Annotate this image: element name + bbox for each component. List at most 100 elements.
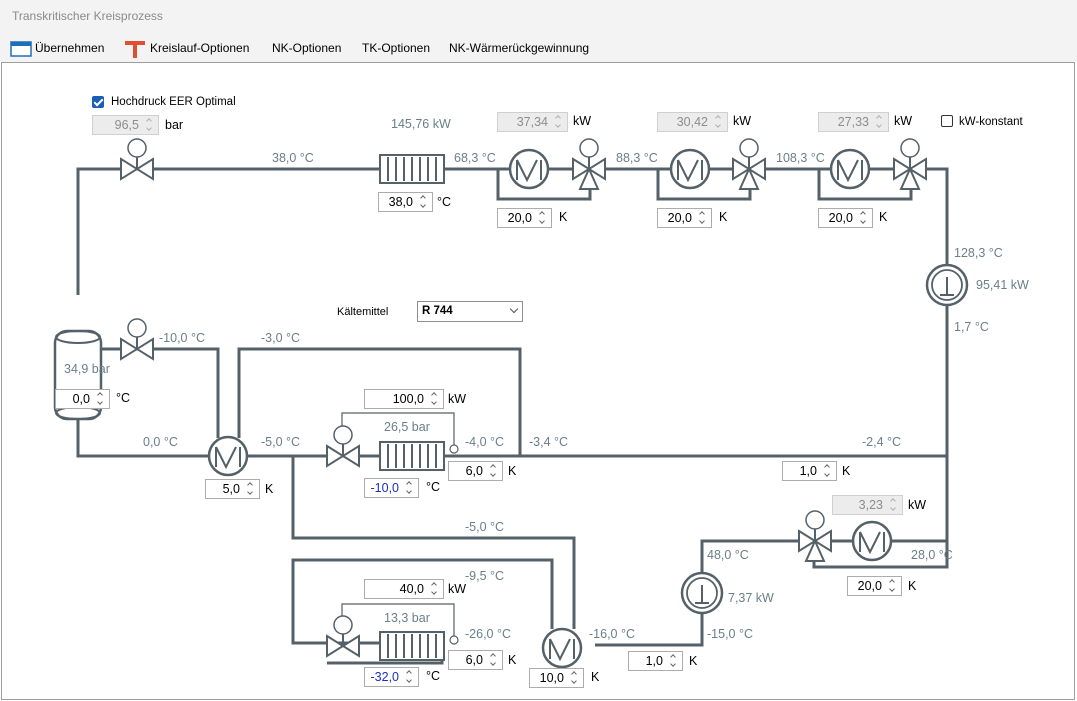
temp-return-line: -3,0 °C xyxy=(261,331,301,345)
lt-evap-temp-spinner[interactable]: -32,0 xyxy=(364,667,419,687)
temp-suction: -2,4 °C xyxy=(862,435,902,449)
spinner-arrows-icon[interactable] xyxy=(535,209,551,227)
spinner-arrows-icon[interactable] xyxy=(427,390,443,408)
gascooler-setpoint-unit: °C xyxy=(437,195,452,209)
spinner-arrows-icon[interactable] xyxy=(666,652,682,670)
pipes xyxy=(76,167,949,665)
spinner-arrows-icon[interactable] xyxy=(551,113,567,131)
mt-evap-power-spinner[interactable]: 100,0 xyxy=(364,389,444,409)
lt-evap-superheat-spinner[interactable]: 6,0 xyxy=(448,650,503,670)
hp-compressor-power: 95,41 kW xyxy=(976,278,1029,292)
spinner-arrows-icon[interactable] xyxy=(872,113,888,131)
kw-constant-checkbox[interactable] xyxy=(941,115,953,127)
receiver-temp-spinner[interactable]: 0,0 xyxy=(55,389,110,409)
menu-nk-optionen[interactable]: NK-Optionen xyxy=(272,41,342,55)
lt-compressor-in-temp: -15,0 °C xyxy=(707,627,753,641)
recovery2-power-unit: kW xyxy=(733,114,752,128)
spinner-arrows-icon[interactable] xyxy=(486,462,502,480)
temp-lt-line: -5,0 °C xyxy=(465,520,505,534)
ihx1-diff-unit: K xyxy=(265,482,274,496)
recovery2-diff-spinner[interactable]: 20,0 xyxy=(657,208,712,228)
gascooler-power: 145,76 kW xyxy=(391,117,451,131)
recovery1-diff-unit: K xyxy=(559,210,568,224)
hp-pressure-unit: bar xyxy=(165,118,184,132)
spinner-arrows-icon[interactable] xyxy=(711,113,727,131)
lt-compressor-out-temp: 48,0 °C xyxy=(707,548,749,562)
mt-evap-temp-unit: °C xyxy=(426,480,441,494)
spinner-arrows-icon[interactable] xyxy=(567,669,583,687)
lt-compressor-sh-unit: K xyxy=(689,654,698,668)
recovery1-power-unit: kW xyxy=(573,114,592,128)
suction-superheat-unit: K xyxy=(842,464,851,478)
mt-evap-power-unit: kW xyxy=(448,392,467,406)
hp-pressure-spinner[interactable]: 96,5 xyxy=(92,115,159,135)
gascooler-setpoint-spinner[interactable]: 38,0 xyxy=(378,192,433,212)
spinner-arrows-icon[interactable] xyxy=(886,496,902,514)
recovery1-diff-spinner[interactable]: 20,0 xyxy=(497,208,552,228)
recovery3-power-spinner[interactable]: 27,33 xyxy=(818,112,889,132)
refrigerant-select[interactable]: R 744 xyxy=(417,301,523,322)
spinner-arrows-icon[interactable] xyxy=(416,193,432,211)
mt-evap-superheat-unit: K xyxy=(508,464,517,478)
temp-after-receiver-valve: -10,0 °C xyxy=(159,331,205,345)
mt-evap-superheat-spinner[interactable]: 6,0 xyxy=(448,461,503,481)
lt-compressor-sh-spinner[interactable]: 1,0 xyxy=(628,651,683,671)
spinner-arrows-icon[interactable] xyxy=(885,577,901,595)
lt-recovery-power-spinner[interactable]: 3,23 xyxy=(832,495,903,515)
spinner-arrows-icon[interactable] xyxy=(427,580,443,598)
suction-superheat-spinner[interactable]: 1,0 xyxy=(782,461,837,481)
lt-evap-power-unit: kW xyxy=(448,582,467,596)
diagram-canvas: Hochdruck EER Optimal 96,5 bar 145,76 kW… xyxy=(1,62,1075,700)
hp-compressor-in-temp: 1,7 °C xyxy=(954,320,989,334)
ihx2-diff-unit: K xyxy=(591,670,600,684)
recovery1-out-temp: 88,3 °C xyxy=(616,151,658,165)
spinner-arrows-icon[interactable] xyxy=(856,209,872,227)
recovery2-power-spinner[interactable]: 30,42 xyxy=(657,112,728,132)
lt-recovery-out-temp: 28,0 °C xyxy=(911,548,953,562)
menu-tk-optionen[interactable]: TK-Optionen xyxy=(362,41,431,55)
save-icon xyxy=(10,41,32,57)
ihx2-diff-spinner[interactable]: 10,0 xyxy=(529,668,584,688)
receiver-pressure: 34,9 bar xyxy=(64,362,110,376)
recovery3-diff-spinner[interactable]: 20,0 xyxy=(818,208,873,228)
temp-mt-evap-out: -4,0 °C xyxy=(465,435,505,449)
temp-ihx1-out: -5,0 °C xyxy=(261,435,301,449)
temp-receiver-out: 0,0 °C xyxy=(143,435,178,449)
temp-lt-evap-in: -9,5 °C xyxy=(465,569,505,583)
window-title: Transkritischer Kreisprozess xyxy=(12,9,163,23)
spinner-arrows-icon[interactable] xyxy=(142,116,158,134)
menu-kreislauf-optionen[interactable]: Kreislauf-Optionen xyxy=(124,34,249,62)
spinner-arrows-icon[interactable] xyxy=(243,480,259,498)
recovery2-diff-unit: K xyxy=(719,210,728,224)
mt-evap-temp-spinner[interactable]: -10,0 xyxy=(364,478,419,498)
lt-evap-power-spinner[interactable]: 40,0 xyxy=(364,579,444,599)
menu-bar: Übernehmen Kreislauf-Optionen NK-Optione… xyxy=(0,34,1077,62)
menu-uebernehmen[interactable]: Übernehmen xyxy=(10,34,104,62)
lt-recovery-diff-unit: K xyxy=(908,579,917,593)
title-bar: Transkritischer Kreisprozess xyxy=(0,0,1077,34)
spinner-arrows-icon[interactable] xyxy=(402,479,418,497)
refrigerant-label: Kältemittel xyxy=(337,306,389,318)
temp-lt-evap-out: -26,0 °C xyxy=(465,627,511,641)
spinner-arrows-icon[interactable] xyxy=(820,462,836,480)
spinner-arrows-icon[interactable] xyxy=(486,651,502,669)
gascooler-in-temp: 68,3 °C xyxy=(454,151,496,165)
temp-ihx2-out: -16,0 °C xyxy=(589,627,635,641)
receiver-temp-unit: °C xyxy=(116,391,131,405)
lt-evap-superheat-unit: K xyxy=(508,653,517,667)
menu-nk-waermerueckgewinnung[interactable]: NK-Wärmerückgewinnung xyxy=(449,41,590,55)
spinner-arrows-icon[interactable] xyxy=(402,668,418,686)
ihx1-diff-spinner[interactable]: 5,0 xyxy=(205,479,260,499)
pipe-t-icon xyxy=(125,40,145,58)
recovery1-power-spinner[interactable]: 37,34 xyxy=(497,112,568,132)
temp-mix: -3,4 °C xyxy=(529,435,569,449)
eer-optimal-checkbox[interactable] xyxy=(92,96,104,108)
chevron-down-icon xyxy=(509,304,519,314)
eer-optimal-label: Hochdruck EER Optimal xyxy=(111,96,236,108)
spinner-arrows-icon[interactable] xyxy=(93,390,109,408)
hp-compressor-out-temp: 128,3 °C xyxy=(954,246,1003,260)
kw-constant-label: kW-konstant xyxy=(959,116,1023,128)
gascooler-out-temp: 38,0 °C xyxy=(272,151,314,165)
spinner-arrows-icon[interactable] xyxy=(695,209,711,227)
lt-recovery-diff-spinner[interactable]: 20,0 xyxy=(847,576,902,596)
